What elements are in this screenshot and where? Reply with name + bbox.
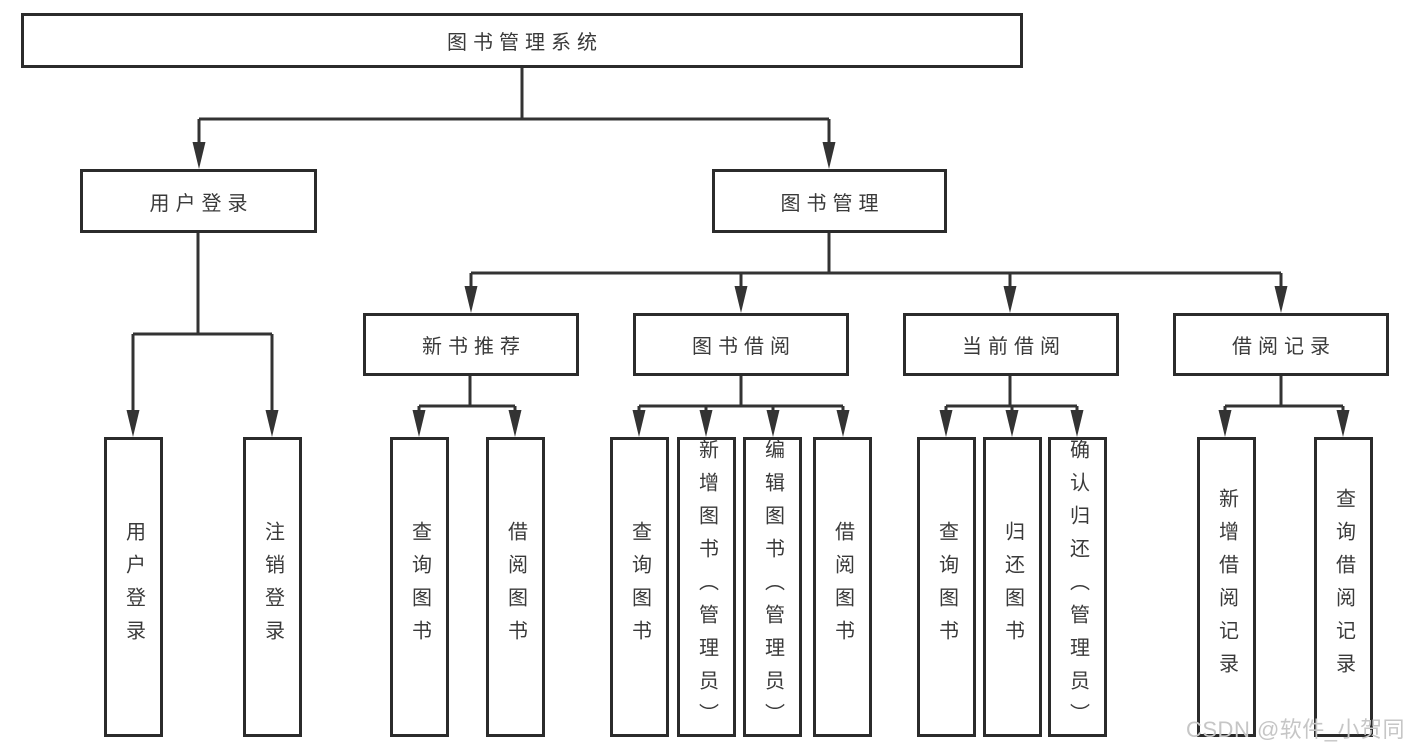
connector-current-borrowing-split — [939, 376, 1084, 437]
leaf-borrow-books-recommend-label: 借阅图书 — [504, 521, 527, 653]
leaf-borrow-books-recommend: 借阅图书 — [486, 437, 545, 737]
connector-book-management-split — [464, 232, 1288, 313]
connector-borrow-records-split — [1218, 376, 1350, 437]
node-borrowing-records: 借阅记录 — [1173, 313, 1389, 376]
leaf-confirm-return-admin: 确认归还（管理员） — [1048, 437, 1107, 737]
node-current-borrowing-label: 当前借阅 — [962, 336, 1066, 358]
leaf-user-login: 用户登录 — [104, 437, 163, 737]
leaf-add-books-admin: 新增图书（管理员） — [677, 437, 736, 737]
leaf-query-books-recommend: 查询图书 — [390, 437, 449, 737]
leaf-edit-books-admin-label: 编辑图书（管理员） — [761, 438, 784, 736]
connector-root-split — [192, 68, 836, 169]
node-book-management: 图书管理 — [712, 169, 947, 233]
leaf-query-books-recommend-label: 查询图书 — [408, 521, 431, 653]
leaf-logout-label: 注销登录 — [261, 521, 284, 653]
node-library-management-system-label: 图书管理系统 — [447, 32, 603, 54]
leaf-confirm-return-admin-label: 确认归还（管理员） — [1066, 438, 1089, 736]
leaf-add-books-admin-label: 新增图书（管理员） — [695, 438, 718, 736]
leaf-borrow-books-borrowing-label: 借阅图书 — [831, 521, 854, 653]
leaf-query-borrow-record-label: 查询借阅记录 — [1332, 488, 1355, 686]
node-current-borrowing: 当前借阅 — [903, 313, 1119, 376]
leaf-edit-books-admin: 编辑图书（管理员） — [743, 437, 802, 737]
node-user-login-label: 用户登录 — [149, 192, 254, 215]
node-library-management-system: 图书管理系统 — [21, 13, 1023, 68]
leaf-return-books-label: 归还图书 — [1001, 521, 1024, 653]
node-borrowing-records-label: 借阅记录 — [1232, 336, 1336, 358]
node-user-login: 用户登录 — [80, 169, 317, 233]
node-book-borrowing-label: 图书借阅 — [692, 336, 796, 358]
leaf-add-borrow-record: 新增借阅记录 — [1197, 437, 1256, 737]
leaf-user-login-label: 用户登录 — [122, 521, 145, 653]
node-new-book-recommendation: 新书推荐 — [363, 313, 579, 376]
leaf-query-books-borrowing-label: 查询图书 — [628, 521, 651, 653]
node-book-management-label: 图书管理 — [780, 192, 885, 215]
leaf-query-books-current: 查询图书 — [917, 437, 976, 737]
leaf-return-books: 归还图书 — [983, 437, 1042, 737]
leaf-logout: 注销登录 — [243, 437, 302, 737]
leaf-query-borrow-record: 查询借阅记录 — [1314, 437, 1373, 737]
leaf-borrow-books-borrowing: 借阅图书 — [813, 437, 872, 737]
node-new-book-recommendation-label: 新书推荐 — [422, 336, 526, 358]
connector-book-borrowing-split — [632, 376, 850, 437]
connector-new-book-split — [412, 375, 522, 437]
connector-user-login-split — [126, 233, 279, 437]
leaf-query-books-borrowing: 查询图书 — [610, 437, 669, 737]
watermark-text: CSDN @软件_小贺同学 — [1186, 717, 1405, 742]
node-book-borrowing: 图书借阅 — [633, 313, 849, 376]
leaf-add-borrow-record-label: 新增借阅记录 — [1215, 488, 1238, 686]
leaf-query-books-current-label: 查询图书 — [935, 521, 958, 653]
